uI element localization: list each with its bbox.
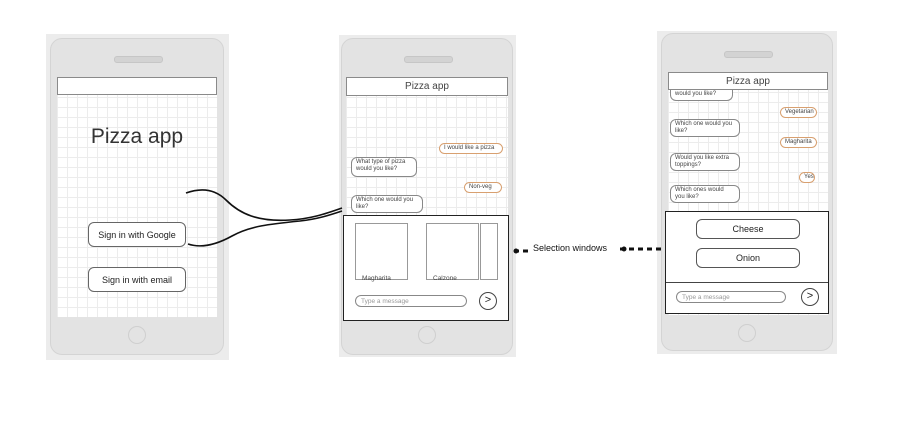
selection-panel: Magharita Calzone Type a message > (343, 215, 509, 321)
app-title: Pizza app (90, 125, 184, 148)
connector-google-to-chat (185, 189, 343, 222)
chat-bubble-bot: Which ones would you like? (670, 185, 740, 203)
chat-bubble-bot: would you like? (670, 90, 733, 101)
chat-bubble-bot: Which one would you like? (670, 119, 740, 137)
option-onion-button[interactable]: Onion (696, 248, 800, 268)
chat-bubble-bot: What type of pizza would you like? (351, 157, 417, 177)
pizza-card[interactable] (355, 223, 408, 280)
phone-3-home-button (738, 324, 756, 342)
pizza-card[interactable] (426, 223, 479, 280)
pizza-card-partial[interactable] (480, 223, 498, 280)
chat-bubble-user: Magharita (780, 137, 817, 148)
sign-in-email-button[interactable]: Sign in with email (88, 267, 186, 292)
chat-header: Pizza app (346, 77, 508, 96)
option-cheese-button[interactable]: Cheese (696, 219, 800, 239)
chat-bubble-bot: Which one would you like? (351, 195, 423, 213)
chat-bubble-user: Non-veg (464, 182, 502, 193)
send-button[interactable]: > (479, 292, 497, 310)
phone-2-home-button (418, 326, 436, 344)
phone-1-header-bar (57, 77, 217, 95)
chat-bubble-user: Yes (799, 172, 815, 183)
connector-email-to-chat (187, 210, 343, 247)
phone-1-screen: Pizza app Sign in with Google Sign in wi… (57, 77, 217, 317)
send-button[interactable]: > (801, 288, 819, 306)
input-divider (666, 282, 828, 283)
message-input[interactable]: Type a message (355, 295, 467, 307)
chat-bubble-bot: Would you like extra toppings? (670, 153, 740, 171)
card-label-magharita: Magharita (362, 275, 391, 282)
phone-2: Pizza app I would like a pizza What type… (341, 38, 513, 355)
sign-in-google-button[interactable]: Sign in with Google (88, 222, 186, 247)
chat-bubble-user: I would like a pizza (439, 143, 503, 154)
selection-windows-label: Selection windows (533, 243, 608, 253)
phone-2-speaker (404, 56, 453, 63)
selection-connector-dot (621, 246, 627, 252)
chat-header: Pizza app (668, 72, 828, 90)
message-input[interactable]: Type a message (676, 291, 786, 303)
phone-3: Pizza app would you like? Vegetarian Whi… (661, 33, 833, 351)
phone-1-home-button (128, 326, 146, 344)
phone-1-speaker (114, 56, 163, 63)
option-selection-panel: Cheese Onion Type a message > (665, 211, 829, 314)
card-label-calzone: Calzone (433, 275, 457, 282)
phone-3-speaker (724, 51, 773, 58)
phone-1: Pizza app Sign in with Google Sign in wi… (50, 38, 224, 355)
selection-connector-dot (513, 248, 519, 254)
chat-bubble-user: Vegetarian (780, 107, 817, 118)
